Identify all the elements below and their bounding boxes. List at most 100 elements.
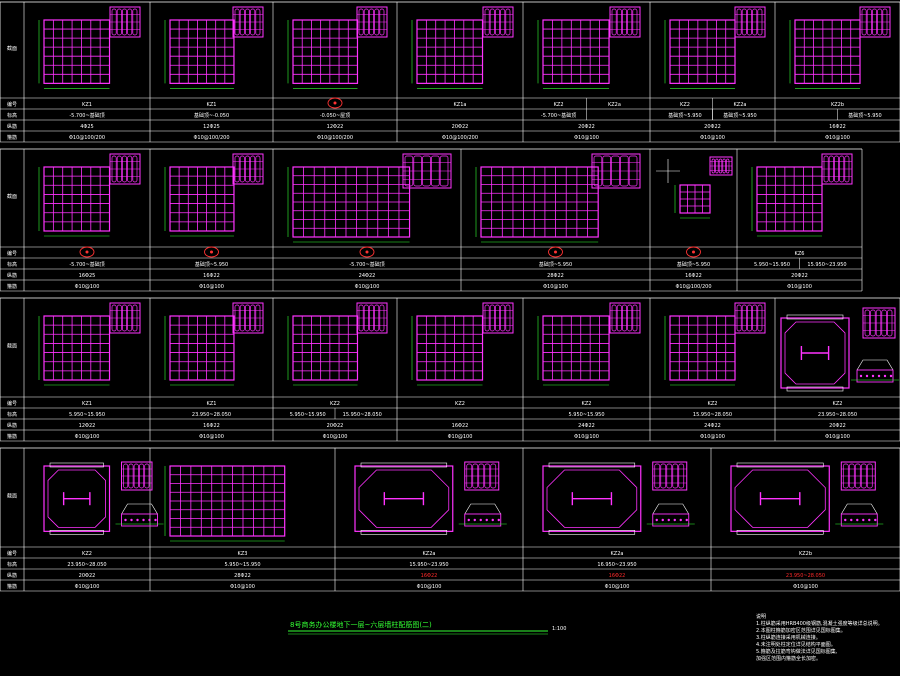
column-longitudinal-rebar: 24Φ22 bbox=[578, 423, 595, 429]
rebar-dot bbox=[467, 518, 470, 522]
detail-body bbox=[856, 369, 894, 383]
revision-cloud bbox=[686, 246, 701, 258]
column-id: KZ2 bbox=[833, 401, 843, 407]
column-longitudinal-rebar: 20Φ22 bbox=[704, 124, 721, 130]
detail-body bbox=[652, 513, 690, 527]
section-outline bbox=[730, 465, 830, 532]
rebar-detail bbox=[482, 302, 514, 334]
section-outline bbox=[43, 19, 111, 84]
rebar-dot bbox=[130, 518, 133, 522]
column-section bbox=[751, 166, 823, 237]
section-outline bbox=[43, 166, 111, 232]
section-outline bbox=[292, 315, 359, 381]
rebar-dot bbox=[883, 374, 887, 378]
revision-dot bbox=[554, 250, 557, 254]
note-line-6: 加强区范围内箍筋全长加密。 bbox=[756, 656, 822, 662]
column-section bbox=[38, 315, 111, 386]
column-elevation: -5.700~基础顶 bbox=[69, 261, 104, 268]
rebar-detail bbox=[591, 153, 641, 189]
column-id: KZ1 bbox=[207, 401, 217, 407]
column-stirrup: Φ10@100/200 bbox=[69, 135, 105, 141]
rebar-dot bbox=[667, 518, 670, 522]
rebar-dot bbox=[856, 518, 859, 522]
column-elevation: 23.950~28.050 bbox=[192, 412, 231, 418]
rebar-detail bbox=[109, 153, 141, 185]
column-elevation: 23.950~28.050 bbox=[67, 562, 106, 568]
column-stirrup: Φ10@100/200 bbox=[442, 135, 478, 141]
column-stirrup: Φ10@100 bbox=[700, 434, 725, 440]
rebar-detail bbox=[356, 302, 388, 334]
row-header-2: 标高 bbox=[7, 411, 17, 418]
column-id: KZ2 bbox=[455, 401, 465, 407]
rebar-dot bbox=[877, 374, 881, 378]
octagon-stirrup bbox=[734, 469, 826, 528]
composite-column-section bbox=[542, 462, 642, 535]
rebar-detail bbox=[709, 156, 733, 176]
column-id: KZ2 bbox=[82, 551, 92, 557]
column-section bbox=[287, 166, 411, 243]
column-longitudinal-rebar: 20Φ22 bbox=[327, 423, 344, 429]
plate-bottom bbox=[736, 530, 824, 535]
elevation-detail bbox=[115, 503, 164, 527]
section-outline bbox=[43, 315, 111, 381]
column-elevation: 5.950~15.950 bbox=[69, 412, 105, 418]
column-stirrup: Φ10@100 bbox=[605, 584, 630, 590]
column-stirrup: Φ10@100 bbox=[199, 434, 224, 440]
plate-bottom bbox=[360, 530, 448, 535]
column-elevation: 基础顶~5.950 bbox=[677, 261, 711, 268]
row-header-0: 截面 bbox=[7, 493, 17, 500]
plate-top bbox=[548, 462, 636, 468]
column-section bbox=[475, 166, 599, 243]
column-longitudinal-rebar: 12Φ25 bbox=[203, 124, 220, 130]
row-header-4: 箍筋 bbox=[7, 283, 17, 290]
rebar-dot bbox=[889, 374, 893, 378]
column-longitudinal-rebar: 12Φ22 bbox=[327, 124, 344, 130]
elevation-detail bbox=[646, 503, 695, 527]
rebar-dot bbox=[844, 518, 847, 522]
rebar-dot bbox=[491, 518, 494, 522]
column-id-2: KZ2a bbox=[608, 102, 621, 108]
column-id: KZ1 bbox=[82, 102, 92, 108]
row-header-1: 编号 bbox=[7, 101, 17, 108]
section-outline bbox=[542, 465, 642, 532]
table-text: 截面编号标高纵筋箍筋KZ1-5.700~基础顶4Φ25Φ10@100/200KZ… bbox=[7, 45, 882, 590]
column-elevation: 基础顶~5.950 bbox=[539, 261, 573, 268]
revision-dot bbox=[692, 250, 695, 254]
detail-hood bbox=[856, 359, 894, 371]
octagon-stirrup bbox=[47, 469, 106, 528]
column-section bbox=[664, 19, 736, 89]
column-elevation-2: 15.950~23.950 bbox=[807, 262, 846, 268]
column-section bbox=[411, 315, 484, 386]
column-elevation-2: 基础顶~5.950 bbox=[848, 112, 882, 119]
revision-cloud bbox=[359, 246, 375, 258]
column-section bbox=[287, 315, 359, 386]
notes-heading: 说明 bbox=[756, 614, 767, 620]
row-header-0: 截面 bbox=[7, 193, 17, 200]
column-id: KZ1a bbox=[454, 102, 467, 108]
column-longitudinal-rebar: 24Φ22 bbox=[359, 273, 376, 279]
section-outline bbox=[756, 166, 823, 232]
column-stirrup: Φ10@100 bbox=[825, 135, 850, 141]
column-longitudinal-rebar: 23.950~28.050 bbox=[786, 573, 825, 579]
rebar-dot bbox=[485, 518, 488, 522]
column-stirrup: Φ10@100 bbox=[323, 434, 348, 440]
column-longitudinal-rebar: 12Φ22 bbox=[79, 423, 96, 429]
rebar-detail bbox=[121, 461, 153, 491]
column-id: KZ2 bbox=[554, 102, 564, 108]
column-stirrup: Φ10@100/200 bbox=[675, 284, 711, 290]
rebar-dot bbox=[673, 518, 676, 522]
column-section bbox=[537, 315, 610, 386]
rebar-dot bbox=[154, 518, 157, 522]
rebar-detail bbox=[840, 461, 876, 491]
composite-column-section bbox=[354, 462, 454, 535]
column-longitudinal-rebar: 20Φ22 bbox=[829, 423, 846, 429]
column-section bbox=[164, 19, 235, 89]
note-line-3: 3.柱纵筋连接采用机械连接。 bbox=[756, 635, 821, 641]
column-id-2: KZ2a bbox=[734, 102, 747, 108]
column-stirrup: Φ10@100 bbox=[355, 284, 380, 290]
rebar-dot bbox=[136, 518, 139, 522]
column-longitudinal-rebar: 20Φ22 bbox=[791, 273, 808, 279]
row-header-4: 箍筋 bbox=[7, 583, 17, 590]
row-header-3: 纵筋 bbox=[7, 272, 17, 279]
revision-cloud bbox=[548, 246, 563, 258]
